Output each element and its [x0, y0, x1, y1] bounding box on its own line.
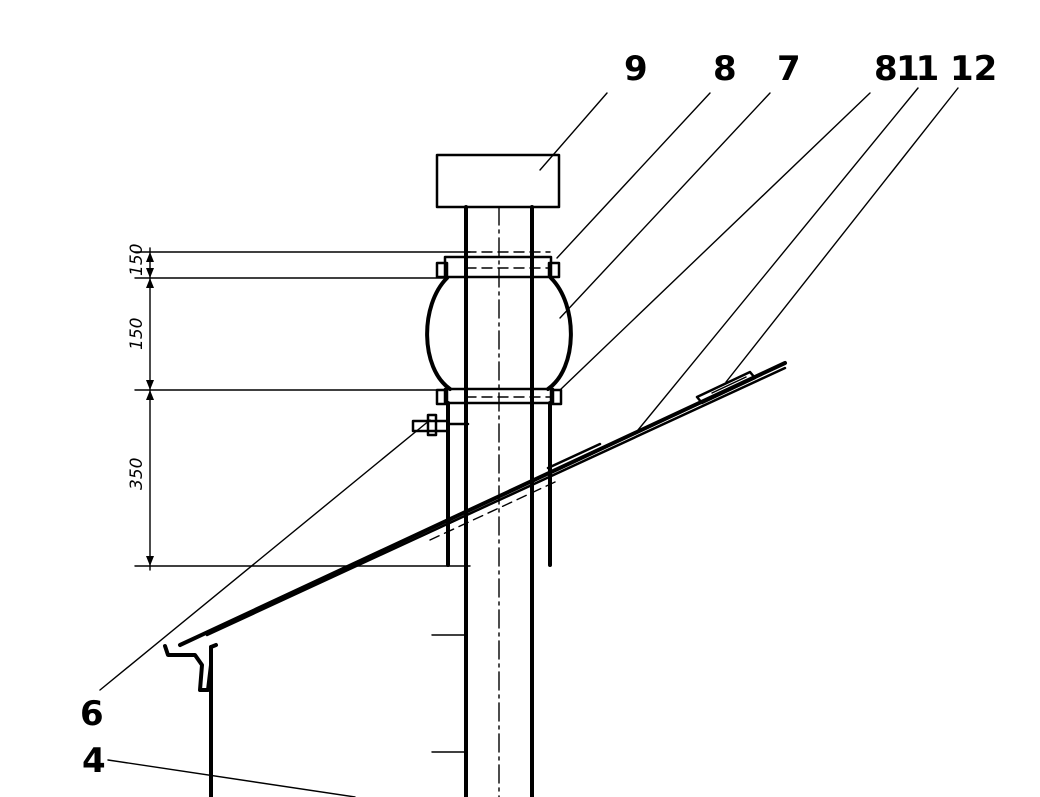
upper-clamp — [435, 251, 561, 279]
leader-lines — [99, 87, 959, 797]
lower-clamp — [435, 387, 563, 406]
callout-6: 6 — [80, 694, 104, 734]
callout-8-lower: 8 — [874, 49, 898, 89]
rain-cap — [435, 153, 561, 209]
callout-9: 9 — [624, 49, 648, 89]
dimension-150-top: 150 — [127, 244, 147, 276]
roof-deck — [178, 361, 787, 647]
callout-11: 11 — [896, 49, 938, 89]
bellows-boot — [425, 276, 573, 391]
callout-7: 7 — [777, 49, 801, 89]
eaves-gutter — [163, 643, 218, 692]
callout-4: 4 — [82, 741, 106, 781]
callout-8-upper: 8 — [713, 49, 737, 89]
callout-numbers: 9 8 7 8 11 12 6 4 — [80, 49, 997, 781]
dimension-chain: 150 150 350 — [127, 244, 471, 571]
roof-tiles — [695, 370, 757, 405]
vent-pipe — [431, 205, 534, 797]
callout-12: 12 — [950, 49, 997, 89]
dimension-350: 350 — [127, 458, 147, 490]
dimension-150-middle: 150 — [127, 318, 147, 350]
bracket-bolt — [411, 413, 470, 437]
